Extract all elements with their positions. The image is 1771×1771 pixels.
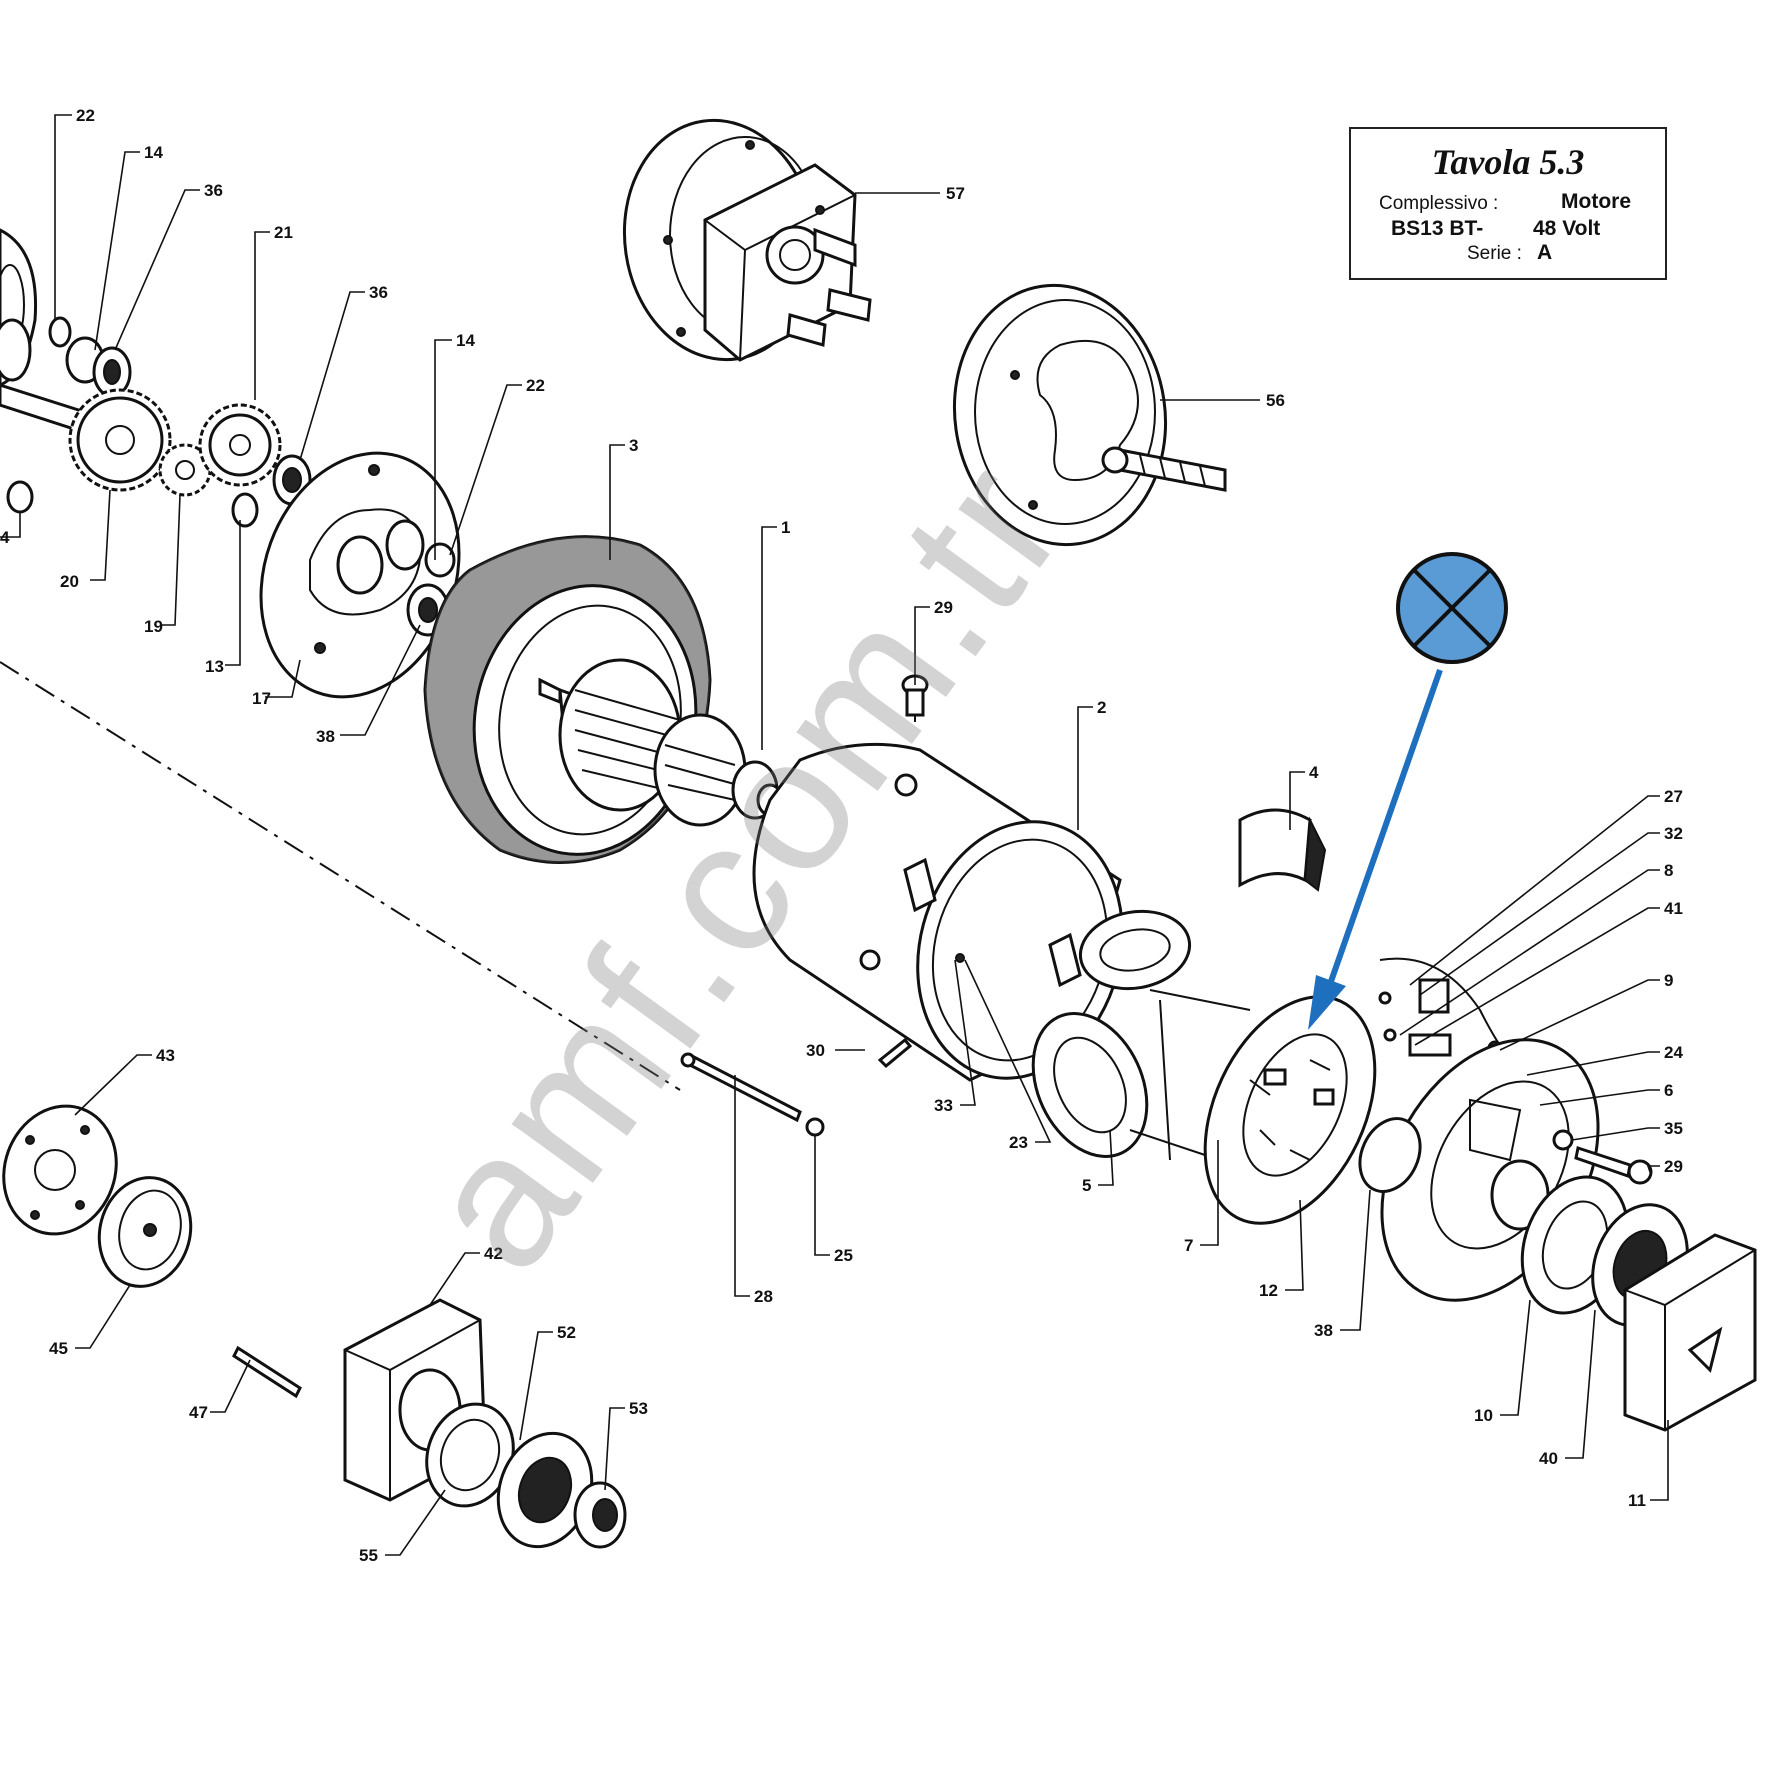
part-number: 22 bbox=[526, 376, 545, 395]
tie-rod bbox=[680, 1052, 825, 1137]
title-block: Tavola 5.3 Complessivo : Motore BS13 BT-… bbox=[1349, 127, 1667, 280]
part-number: 36 bbox=[369, 283, 388, 302]
pointer-arrow bbox=[1325, 669, 1443, 991]
left-gear-cluster bbox=[0, 228, 312, 528]
screw bbox=[877, 1037, 913, 1069]
part-number: 29 bbox=[934, 598, 953, 617]
part-number: 12 bbox=[1259, 1281, 1278, 1300]
part-number: 24 bbox=[1664, 1043, 1683, 1062]
field-coils bbox=[1031, 909, 1251, 1161]
series-label: Serie : bbox=[1467, 243, 1522, 264]
part-number: 14 bbox=[144, 143, 163, 162]
series-value: A bbox=[1537, 241, 1553, 264]
part-number: 3 bbox=[629, 436, 638, 455]
part-number: 33 bbox=[934, 1096, 953, 1115]
highlight-marker[interactable] bbox=[1308, 552, 1508, 1030]
part-number: 27 bbox=[1664, 787, 1683, 806]
part-number: 35 bbox=[1664, 1119, 1683, 1138]
part-number: 38 bbox=[1314, 1321, 1333, 1340]
part-number: 19 bbox=[144, 617, 163, 636]
assembly-value: Motore bbox=[1561, 190, 1631, 213]
brake-unit bbox=[622, 118, 872, 362]
part-number: 21 bbox=[274, 223, 293, 242]
bushing bbox=[573, 1481, 627, 1549]
axis-line bbox=[0, 661, 681, 1091]
brush-plate bbox=[1203, 995, 1377, 1225]
part-number: 23 bbox=[1009, 1133, 1028, 1152]
part-number: 6 bbox=[1664, 1081, 1673, 1100]
voltage: 48 Volt bbox=[1533, 217, 1601, 240]
leader-lines bbox=[0, 114, 1669, 1556]
part-number: 36 bbox=[204, 181, 223, 200]
part-number: 4 bbox=[0, 528, 10, 547]
part-number: 7 bbox=[1184, 1236, 1193, 1255]
part-number-labels: 22 14 36 21 36 14 22 3 57 56 20 19 13 17… bbox=[0, 106, 1683, 1565]
output-bearings bbox=[1520, 1175, 1689, 1327]
part-number: 45 bbox=[49, 1339, 68, 1358]
end-bracket bbox=[1623, 1233, 1757, 1432]
bearing bbox=[1358, 1117, 1422, 1193]
reduction-gear-cover bbox=[952, 283, 1227, 547]
part-number: 2 bbox=[1097, 698, 1106, 717]
part-number: 14 bbox=[456, 331, 475, 350]
pulley bbox=[97, 1176, 193, 1288]
gear-cover-plate bbox=[259, 451, 461, 699]
ball-bearing bbox=[496, 1431, 594, 1549]
part-number: 1 bbox=[781, 518, 790, 537]
part-number: 57 bbox=[946, 184, 965, 203]
part-number: 29 bbox=[1664, 1157, 1683, 1176]
sheet-title: Tavola 5.3 bbox=[1431, 142, 1585, 182]
brush-holder bbox=[1238, 808, 1327, 892]
arrow-head-icon bbox=[1308, 975, 1346, 1030]
part-number: 53 bbox=[629, 1399, 648, 1418]
flange-plate bbox=[2, 1104, 118, 1236]
part-number: 17 bbox=[252, 689, 271, 708]
part-number: 52 bbox=[557, 1323, 576, 1342]
part-number: 10 bbox=[1474, 1406, 1493, 1425]
part-number: 42 bbox=[484, 1244, 503, 1263]
part-number: 9 bbox=[1664, 971, 1673, 990]
part-number: 32 bbox=[1664, 824, 1683, 843]
part-number: 47 bbox=[189, 1403, 208, 1422]
assembly-label: Complessivo : bbox=[1379, 193, 1499, 214]
pin bbox=[232, 1345, 302, 1399]
part-number: 55 bbox=[359, 1546, 378, 1565]
part-number: 11 bbox=[1628, 1491, 1646, 1510]
part-number: 38 bbox=[316, 727, 335, 746]
part-number: 25 bbox=[834, 1246, 853, 1265]
part-number: 20 bbox=[60, 572, 79, 591]
part-number: 28 bbox=[754, 1287, 773, 1306]
part-number: 40 bbox=[1539, 1449, 1558, 1468]
part-number: 56 bbox=[1266, 391, 1285, 410]
part-number: 4 bbox=[1309, 763, 1319, 782]
part-number: 22 bbox=[76, 106, 95, 125]
part-number: 13 bbox=[205, 657, 224, 676]
armature bbox=[538, 658, 784, 827]
part-number: 30 bbox=[806, 1041, 825, 1060]
part-number: 8 bbox=[1664, 861, 1673, 880]
part-number: 43 bbox=[156, 1046, 175, 1065]
part-number: 41 bbox=[1664, 899, 1683, 918]
part-number: 5 bbox=[1082, 1176, 1091, 1195]
model-code: BS13 BT- bbox=[1391, 217, 1484, 240]
